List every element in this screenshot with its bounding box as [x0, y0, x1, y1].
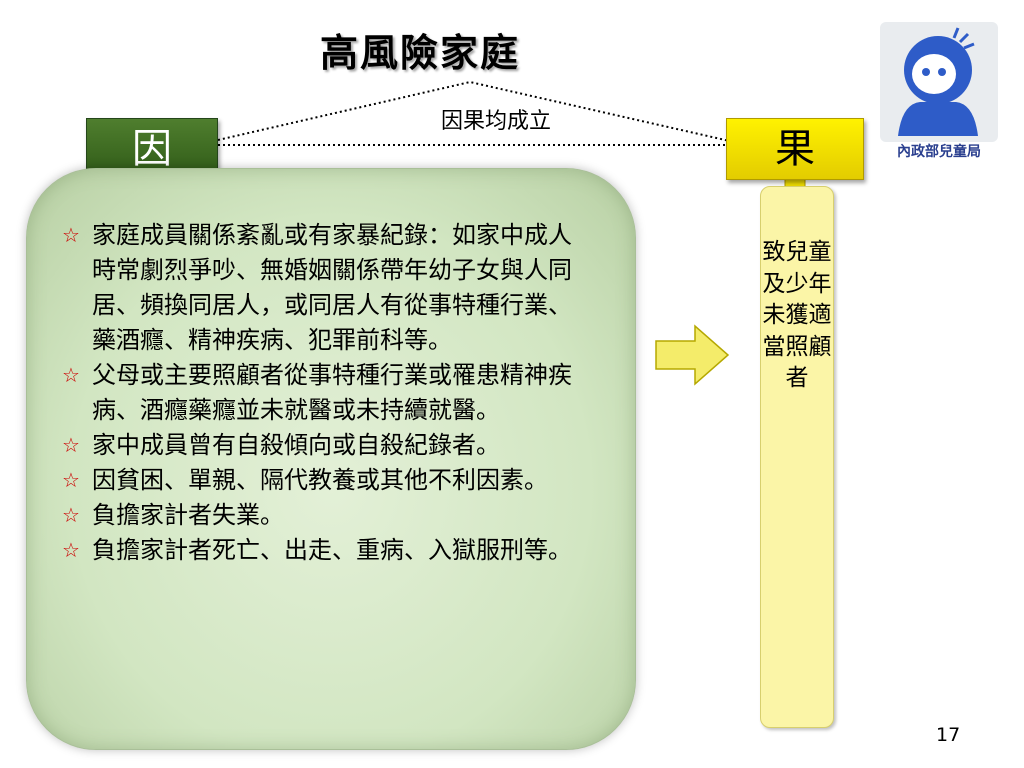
star-bullet-icon: ☆: [62, 468, 80, 492]
logo-eye-left: [922, 68, 930, 76]
star-bullet-icon: ☆: [62, 363, 80, 387]
effect-text: 致兒童及少年未獲適當照顧者: [762, 239, 832, 391]
cause-item-text: 家中成員曾有自殺傾向或自殺紀錄者。: [92, 431, 500, 459]
logo-face: [912, 54, 956, 94]
effect-box: 果: [726, 118, 864, 180]
star-bullet-icon: ☆: [62, 503, 80, 527]
cause-panel: [26, 168, 636, 750]
list-item: ☆ 負擔家計者失業。: [60, 498, 590, 533]
star-bullet-icon: ☆: [62, 223, 80, 247]
right-arrow: [655, 324, 730, 386]
list-item: ☆ 負擔家計者死亡、出走、重病、入獄服刑等。: [60, 533, 590, 568]
list-item: ☆ 因貧困、單親、隔代教養或其他不利因素。: [60, 463, 590, 498]
list-item: ☆ 家中成員曾有自殺傾向或自殺紀錄者。: [60, 428, 590, 463]
logo-eye-right: [938, 68, 946, 76]
star-bullet-icon: ☆: [62, 538, 80, 562]
slide-title: 高風險家庭: [319, 31, 520, 75]
logo-text: 內政部兒童局: [897, 144, 981, 160]
connector-label: 因果均成立: [440, 109, 551, 134]
connector-dotted-line: [217, 80, 735, 143]
cause-item-text: 負擔家計者失業。: [92, 501, 284, 529]
page-number: 17: [936, 724, 961, 746]
logo-body: [898, 102, 978, 136]
agency-logo: [880, 22, 998, 142]
list-item: ☆ 家庭成員關係紊亂或有家暴紀錄：如家中成人時常劇烈爭吵、無婚姻關係帶年幼子女與人…: [60, 218, 590, 358]
cause-item-text: 家庭成員關係紊亂或有家暴紀錄：如家中成人時常劇烈爭吵、無婚姻關係帶年幼子女與人同…: [92, 221, 572, 354]
cause-item-text: 負擔家計者死亡、出走、重病、入獄服刑等。: [92, 536, 572, 564]
star-bullet-icon: ☆: [62, 433, 80, 457]
effect-column: 致兒童及少年未獲適當照顧者: [760, 186, 834, 728]
logo-hair: [952, 27, 975, 50]
cause-list: ☆ 家庭成員關係紊亂或有家暴紀錄：如家中成人時常劇烈爭吵、無婚姻關係帶年幼子女與人…: [60, 218, 590, 568]
list-item: ☆ 父母或主要照顧者從事特種行業或罹患精神疾病、酒癮藥癮並未就醫或未持續就醫。: [60, 358, 590, 428]
cause-item-text: 父母或主要照顧者從事特種行業或罹患精神疾病、酒癮藥癮並未就醫或未持續就醫。: [92, 361, 572, 424]
cause-item-text: 因貧困、單親、隔代教養或其他不利因素。: [92, 466, 548, 494]
